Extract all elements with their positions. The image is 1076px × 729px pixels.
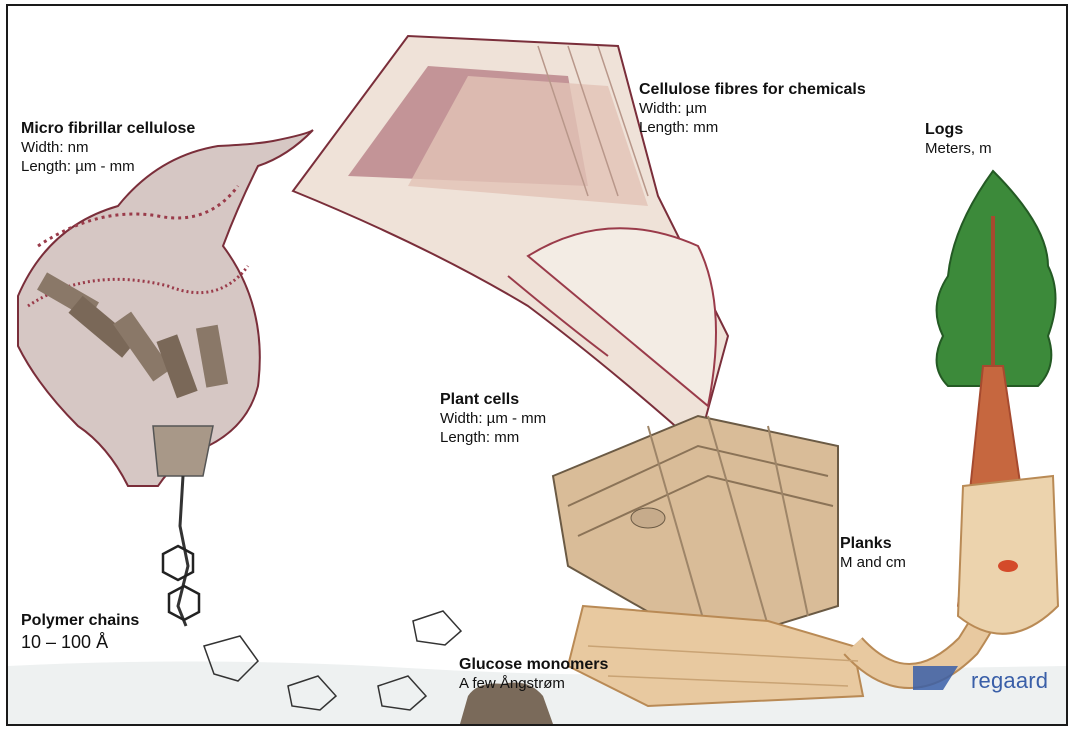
label-planks: Planks M and cm: [840, 534, 906, 573]
fibres-title: Cellulose fibres for chemicals: [639, 80, 866, 100]
fibres-width: Width: µm: [639, 100, 866, 119]
diagram-frame: Micro fibrillar cellulose Width: nm Leng…: [6, 4, 1068, 726]
planks-unit: M and cm: [840, 554, 906, 573]
label-polymer: Polymer chains 10 – 100 Å: [21, 611, 139, 654]
label-glucose: Glucose monomers A few Ångstrøm: [459, 655, 608, 694]
cellulose-hierarchy-illustration: [8, 6, 1066, 724]
plant-cells-width: Width: µm - mm: [440, 410, 546, 429]
planks-title: Planks: [840, 534, 906, 554]
brand-text: regaard: [971, 668, 1048, 694]
label-fibres: Cellulose fibres for chemicals Width: µm…: [639, 80, 866, 138]
label-logs: Logs Meters, m: [925, 120, 992, 159]
logs-title: Logs: [925, 120, 992, 140]
label-microfibril: Micro fibrillar cellulose Width: nm Leng…: [21, 119, 195, 177]
plant-cells-length: Length: mm: [440, 429, 546, 448]
plant-cells-title: Plant cells: [440, 390, 546, 410]
microfibril-length: Length: µm - mm: [21, 158, 195, 177]
glucose-unit: A few Ångstrøm: [459, 675, 608, 694]
polymer-title: Polymer chains: [21, 611, 139, 631]
microfibril-title: Micro fibrillar cellulose: [21, 119, 195, 139]
glucose-title: Glucose monomers: [459, 655, 608, 675]
label-plant-cells: Plant cells Width: µm - mm Length: mm: [440, 390, 546, 448]
microfibril-width: Width: nm: [21, 139, 195, 158]
microfibril-illustration: [18, 130, 313, 626]
fibres-length: Length: mm: [639, 119, 866, 138]
logs-unit: Meters, m: [925, 140, 992, 159]
tree-illustration: [937, 171, 1058, 634]
polymer-range: 10 – 100 Å: [21, 631, 139, 654]
